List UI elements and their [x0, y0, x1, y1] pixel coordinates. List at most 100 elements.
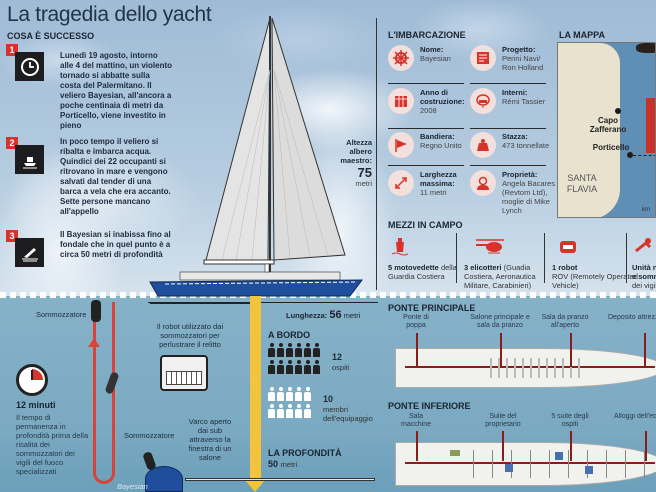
diver-icon [91, 300, 101, 322]
deck-label: 5 suite degli ospiti [551, 413, 589, 428]
length-label: Lunghezza: 56 metri [286, 309, 360, 322]
wreck-label: Bayesian [117, 482, 148, 491]
info-value: 473 tonnellate [502, 141, 550, 150]
info-label: Proprietà: [502, 170, 538, 179]
guests-count: 12 [332, 352, 343, 362]
info-label: Progetto: [502, 45, 536, 54]
section-heading-mappa: LA MAPPA [559, 30, 605, 40]
person-icon [286, 387, 293, 401]
person-icon [295, 387, 302, 401]
resource-text: Unità na e somm dei vigili [632, 263, 656, 290]
wreck-bayesian [145, 466, 183, 492]
info-larghezza: Larghezza massima:11 metri [388, 168, 468, 213]
info-value: Bayesian [420, 54, 451, 63]
info-value: Perini Navi/ Ron Holland [502, 54, 544, 72]
mast-height-unit: metri [355, 179, 372, 188]
section-heading-profondita: LA PROFONDITÀ [268, 448, 342, 458]
deck-label: Sala da pranzo all'aperto [541, 314, 589, 329]
resource-count: 1 robot [552, 263, 578, 272]
map-label-santa-flavia: SANTA FLAVIA [566, 173, 598, 194]
diver-icon [632, 235, 656, 257]
deck-label: Ponte di poppa [403, 314, 429, 329]
info-stazza: Stazza:473 tonnellate [470, 130, 550, 175]
divider [388, 83, 464, 84]
deck-label: Alloggi dell'equipag [614, 413, 656, 420]
section-heading-a-bordo: A BORDO [268, 330, 311, 340]
divider [470, 128, 546, 129]
helm-wheel-icon [388, 45, 414, 71]
info-interni: Interni:Rémi Tassier [470, 86, 550, 131]
length-unit: metri [343, 311, 361, 320]
weight-icon [470, 132, 496, 158]
pointer-line [416, 431, 418, 461]
mast-height-value: 75 [357, 165, 372, 180]
person-icon [277, 343, 284, 357]
person-icon [277, 387, 284, 401]
map[interactable]: Capo Zafferano Porticello SANTA FLAVIA k… [557, 42, 656, 218]
info-progetto: Progetto:Perini Navi/ Ron Holland [470, 43, 550, 88]
main-deck-plan[interactable] [395, 348, 656, 388]
crew-icons [268, 387, 323, 418]
person-icon [268, 404, 275, 418]
owner-icon [470, 170, 496, 196]
person-icon [304, 360, 311, 374]
pointer-line [416, 333, 418, 367]
info-anno: Anno di costruzione:2008 [388, 86, 468, 131]
depth-unit: metri [280, 460, 298, 469]
resource-count: Unità na e somm [632, 263, 656, 281]
resource-desc: (Guadia Costiera, Aeronautica Militare, … [464, 263, 536, 290]
resource-count: 5 motovedette [388, 263, 439, 272]
depth-value-row: 50 metri [268, 459, 297, 470]
cabin-walls [455, 450, 645, 478]
person-icon [295, 404, 302, 418]
sicily-silhouette [636, 43, 655, 53]
map-marker-porticello[interactable] [627, 152, 633, 158]
crew-label: membri dell'equipaggio [323, 405, 373, 423]
step-text: In poco tempo il veliero si ribalta e im… [60, 137, 171, 216]
section-heading-imbarcazione: L'IMBARCAZIONE [388, 30, 466, 40]
length-value: 56 [329, 309, 342, 321]
person-icon [286, 343, 293, 357]
depth-arrow-head [245, 480, 265, 492]
person-icon [304, 387, 311, 401]
divider [544, 233, 545, 283]
divider [456, 233, 457, 283]
person-icon [313, 360, 320, 374]
flag-icon [388, 132, 414, 158]
map-scale: km [642, 207, 650, 213]
divider [388, 128, 464, 129]
mast-height-arrow [376, 18, 377, 290]
lower-deck-plan[interactable] [395, 442, 656, 486]
step-3: 3 Il Bayesian si inabissa fino al fondal… [6, 230, 176, 300]
map-marker-capo-zafferano[interactable] [615, 108, 621, 114]
resource-desc: ROV (Remotely Operated Vehicle) [552, 272, 638, 290]
armchair-icon [470, 88, 496, 114]
person-icon [286, 360, 293, 374]
section-heading-ponte-principale: PONTE PRINCIPALE [388, 303, 476, 313]
diver-label: Sommozzatore [124, 431, 175, 440]
pointer-line [645, 431, 647, 461]
resource-text: 5 motovedette della Guardia Costiera [388, 263, 460, 281]
info-label: Anno di costruzione: [420, 88, 465, 106]
map-label-capo-zafferano: Capo Zafferano [589, 116, 627, 134]
cabin-bed [555, 452, 563, 460]
guests-icons [268, 343, 330, 374]
crew-count: 10 [323, 394, 334, 404]
pointer-line [570, 431, 572, 461]
person-icon [277, 404, 284, 418]
depth-bar [250, 296, 261, 486]
info-value: Angela Bacares (Revtom Ltd), moglie di M… [502, 179, 555, 215]
info-label: Stazza: [502, 132, 528, 141]
diver-label: Sommozzatore [36, 310, 87, 319]
person-icon [286, 404, 293, 418]
step-text: Il Bayesian si inabissa fino al fondale … [60, 230, 171, 259]
map-land [558, 43, 620, 217]
info-nome: Nome:Bayesian [388, 43, 468, 88]
pointer-line [502, 431, 504, 461]
section-heading-cosa-successo: COSA È SUCCESSO [7, 31, 95, 41]
clock-icon [15, 52, 44, 81]
info-proprieta: Proprietà:Angela Bacares (Revtom Ltd), m… [470, 168, 556, 215]
resource-desc: della Guardia Costiera [388, 263, 457, 281]
robot-icon [556, 235, 580, 257]
